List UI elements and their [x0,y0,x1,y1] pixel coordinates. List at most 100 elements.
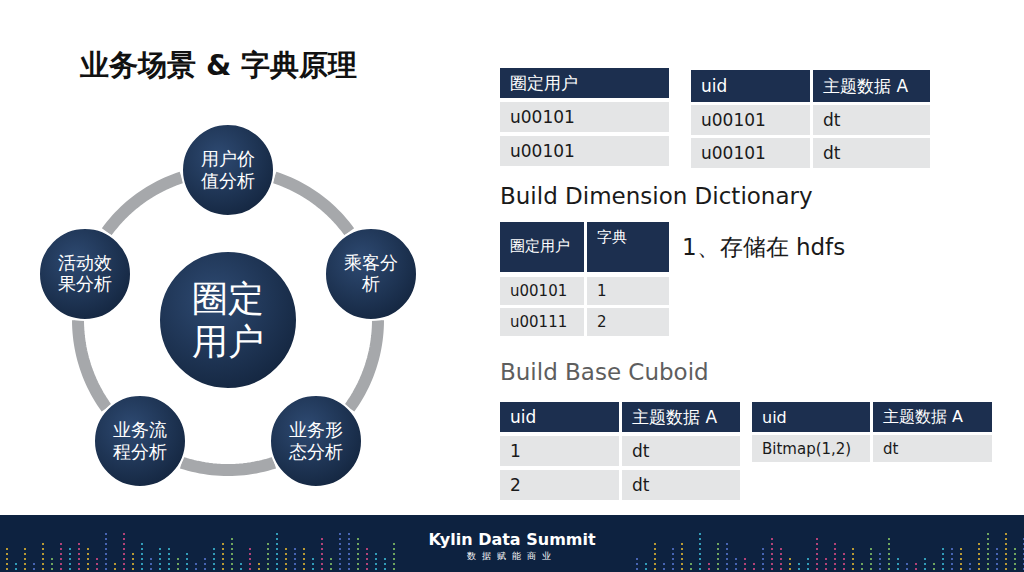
footer-dot [51,558,53,560]
footer-dot [879,568,881,570]
scenario-circle: 乘客分析 [324,227,418,321]
footer-dot [339,538,341,540]
footer-dot [42,553,44,555]
footer-dot [312,563,314,565]
footer-dot [888,553,890,555]
footer-dot [393,543,395,545]
footer-dot [987,533,989,535]
footer-dot [762,548,764,550]
footer-dot [204,558,206,560]
footer-dot [1014,548,1016,550]
footer-brand: Kylin Data Summit [412,528,612,550]
footer-dot [321,553,323,555]
footer-dot [771,543,773,545]
footer-dot [339,563,341,565]
footer-dot [699,553,701,555]
table-cell: u00101 [691,138,810,168]
footer-dot [348,543,350,545]
footer-dot [366,558,368,560]
footer-dot [213,563,215,565]
footer-dot [654,553,656,555]
footer-dot [78,568,80,570]
footer-dot [60,543,62,545]
footer-dot [321,558,323,560]
footer-dot [276,543,278,545]
section-heading-grey: Build Base Cuboid [500,356,709,388]
footer-dot [168,563,170,565]
footer-dot [60,558,62,560]
footer-dot [726,558,728,560]
footer-dot [222,568,224,570]
footer-dot [843,553,845,555]
footer-dot [276,563,278,565]
footer-dot [699,548,701,550]
footer-dot [852,563,854,565]
footer-dot [816,568,818,570]
footer-dot [987,548,989,550]
footer-dot [294,558,296,560]
footer-dot [843,558,845,560]
footer-dot [33,568,35,570]
footer-dot [231,563,233,565]
footer-dot [204,568,206,570]
footer-dot [753,563,755,565]
footer-dot [231,558,233,560]
table-header-cell: uid [500,402,619,432]
footer-dot [303,548,305,550]
footer-dot [78,543,80,545]
footer-dot [699,533,701,535]
footer-dot [267,548,269,550]
footer-dot [357,558,359,560]
footer-dot [888,548,890,550]
footer-dot [357,548,359,550]
footer-dot [933,563,935,565]
footer-dot [357,568,359,570]
footer-dot [762,568,764,570]
footer-dot [294,548,296,550]
footer-dot [321,538,323,540]
footer-dot [393,568,395,570]
table-cell: dt [813,138,930,168]
footer-dot [726,568,728,570]
footer-dot [6,553,8,555]
footer-dot [96,563,98,565]
footer-dot [276,538,278,540]
footer-dot [249,548,251,550]
footer-dot [375,553,377,555]
footer-dot [708,563,710,565]
footer-dot [834,563,836,565]
footer-dot [843,563,845,565]
footer-dot [870,553,872,555]
footer-dot [816,543,818,545]
footer-dot [717,548,719,550]
footer-dot [897,558,899,560]
scenario-circle: 用户价值分析 [181,123,275,217]
footer-dot [105,543,107,545]
footer-dot [987,568,989,570]
footer-dot [222,548,224,550]
footer-dot [51,568,53,570]
footer-dot [1005,538,1007,540]
footer-dot [321,563,323,565]
circle-fill [270,395,362,487]
footer-dot [213,558,215,560]
footer-dot [105,548,107,550]
footer-dot [348,568,350,570]
footer-dot [672,548,674,550]
footer-dot [114,568,116,570]
footer-dot [834,548,836,550]
footer-dot [6,568,8,570]
footer-dot [78,548,80,550]
footer-dot [213,568,215,570]
footer-dot [393,548,395,550]
footer-dot [636,563,638,565]
footer-dot [123,533,125,535]
footer-dot [789,558,791,560]
footer-dot [861,563,863,565]
scenario-circle: 活动效果分析 [38,227,132,321]
footer-dot [978,543,980,545]
footer-dot [717,568,719,570]
footer-dot [312,558,314,560]
footer-dot [726,543,728,545]
footer-dot [96,558,98,560]
